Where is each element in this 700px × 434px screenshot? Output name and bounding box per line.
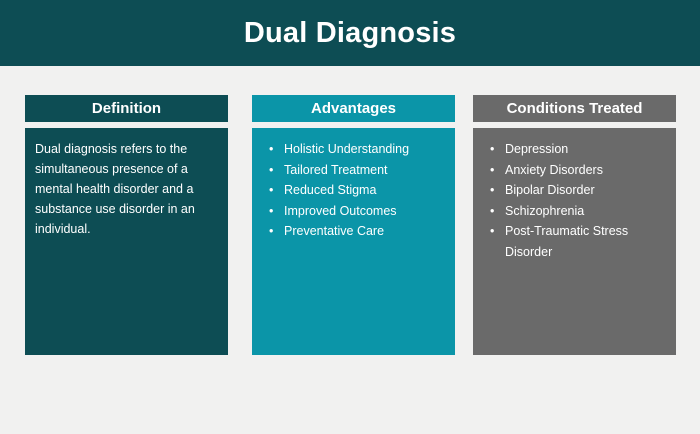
- bullet-icon: •: [490, 224, 495, 238]
- column-header-advantages: Advantages: [252, 95, 455, 122]
- list-item-label: Schizophrenia: [505, 203, 585, 218]
- columns-container: Definition Dual diagnosis refers to the …: [0, 95, 700, 357]
- column-header-label: Conditions Treated: [506, 100, 643, 117]
- bullet-icon: •: [269, 162, 274, 177]
- bullet-icon: •: [269, 203, 274, 218]
- bullet-icon: •: [269, 224, 274, 238]
- advantages-list: • Holistic Understanding • Tailored Trea…: [266, 139, 443, 242]
- bullet-icon: •: [490, 142, 495, 156]
- bullet-icon: •: [490, 162, 495, 177]
- column-header-label: Advantages: [310, 100, 397, 117]
- list-item-label: Post-Traumatic Stress Disorder: [505, 224, 629, 259]
- column-conditions-treated: Conditions Treated • Depression • Anxiet…: [473, 95, 676, 355]
- list-item: • Post-Traumatic Stress Disorder: [487, 221, 664, 262]
- list-item: • Holistic Understanding: [266, 139, 443, 160]
- list-item: • Schizophrenia: [487, 201, 664, 222]
- bullet-icon: •: [269, 142, 274, 156]
- list-item-label: Anxiety Disorders: [505, 162, 603, 177]
- column-header-conditions-treated: Conditions Treated: [473, 95, 676, 122]
- conditions-list: • Depression • Anxiety Disorders • Bipol…: [487, 139, 664, 262]
- bullet-icon: •: [490, 203, 495, 218]
- column-body-advantages: • Holistic Understanding • Tailored Trea…: [252, 128, 455, 355]
- column-body-definition: Dual diagnosis refers to the simultaneou…: [25, 128, 228, 355]
- list-item-label: Bipolar Disorder: [505, 183, 595, 197]
- title-band: Dual Diagnosis: [0, 0, 700, 66]
- bullet-icon: •: [490, 183, 495, 197]
- list-item: • Depression: [487, 139, 664, 160]
- page-title: Dual Diagnosis: [243, 16, 457, 49]
- list-item-label: Holistic Understanding: [284, 142, 410, 156]
- list-item: • Preventative Care: [266, 221, 443, 242]
- list-item-label: Improved Outcomes: [284, 203, 397, 218]
- column-header-definition: Definition: [25, 95, 228, 122]
- list-item: • Reduced Stigma: [266, 180, 443, 201]
- list-item-label: Depression: [505, 142, 569, 156]
- list-item-label: Reduced Stigma: [284, 183, 377, 197]
- list-item: • Anxiety Disorders: [487, 160, 664, 181]
- list-item: • Tailored Treatment: [266, 160, 443, 181]
- list-item-label: Tailored Treatment: [284, 162, 388, 177]
- definition-paragraph: Dual diagnosis refers to the simultaneou…: [35, 142, 195, 236]
- column-advantages: Advantages • Holistic Understanding • Ta…: [252, 95, 455, 355]
- column-definition: Definition Dual diagnosis refers to the …: [25, 95, 228, 355]
- list-item: • Improved Outcomes: [266, 201, 443, 222]
- list-item-label: Preventative Care: [284, 224, 385, 238]
- column-header-label: Definition: [91, 100, 162, 117]
- list-item: • Bipolar Disorder: [487, 180, 664, 201]
- bullet-icon: •: [269, 183, 274, 197]
- column-body-conditions-treated: • Depression • Anxiety Disorders • Bipol…: [473, 128, 676, 355]
